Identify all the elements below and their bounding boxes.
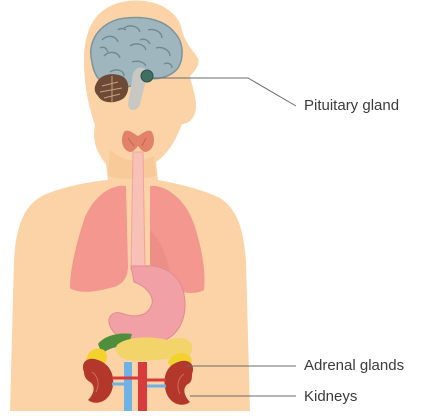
adrenal-glands-label: Adrenal glands [304, 357, 404, 375]
kidneys-label: Kidneys [304, 388, 357, 406]
aorta [138, 362, 147, 411]
vena-cava [124, 362, 132, 411]
pituitary-gland-label: Pituitary gland [304, 97, 399, 115]
pituitary-gland [141, 70, 153, 82]
esophagus [131, 152, 145, 270]
